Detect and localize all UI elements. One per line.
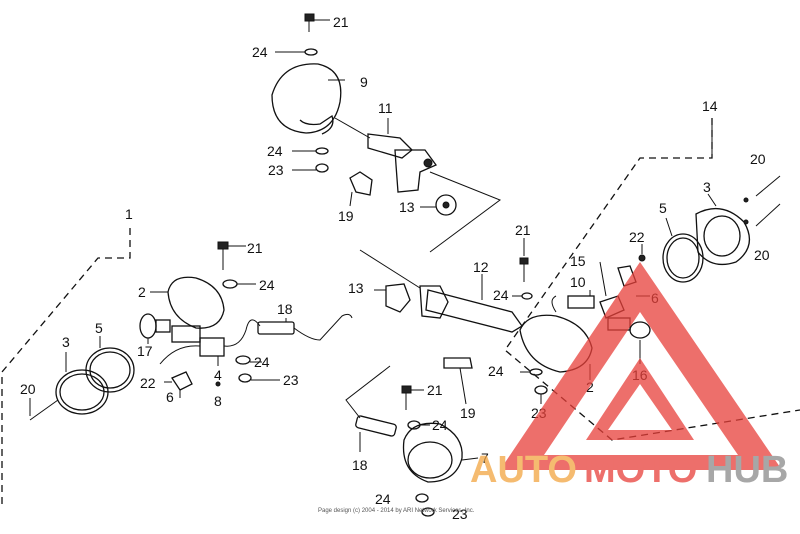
label-24-lower-mid: 24 — [432, 417, 448, 433]
bolt-21-left — [217, 241, 246, 270]
label-3-left: 3 — [62, 334, 70, 350]
label-21-left: 21 — [247, 240, 263, 256]
front-stay-12 — [359, 249, 523, 333]
label-9: 9 — [360, 74, 368, 90]
label-19-upper: 19 — [338, 208, 354, 224]
gasket-5-left — [85, 336, 135, 393]
label-19-lower: 19 — [460, 405, 476, 421]
logo-text-moto: MOTO — [584, 449, 697, 491]
label-24-left: 24 — [259, 277, 275, 293]
logo-text-hub: HUB — [706, 449, 788, 491]
label-24-top: 24 — [252, 44, 268, 60]
label-23-left: 23 — [283, 372, 299, 388]
label-21-lower: 21 — [427, 382, 443, 398]
bolt-21-top — [304, 13, 330, 32]
nut-23-bottom — [421, 507, 435, 517]
headlight-shell-9 — [271, 63, 371, 139]
washer-24-mid — [292, 147, 329, 155]
label-20-right-top: 20 — [750, 151, 766, 167]
screw-4-8-left — [215, 356, 221, 387]
lens-3-left — [55, 352, 109, 415]
group-1-boundary — [1, 228, 131, 505]
label-18-lower: 18 — [352, 457, 368, 473]
label-4: 4 — [214, 367, 222, 383]
bolt-21-center — [519, 238, 529, 282]
washer-24-center — [512, 292, 533, 300]
bolt-22-right — [638, 244, 646, 262]
label-6-left: 6 — [166, 389, 174, 405]
nut-23-left — [238, 373, 280, 383]
label-8: 8 — [214, 393, 222, 409]
socket-10-right — [551, 290, 595, 313]
connector-18-left — [257, 313, 353, 341]
nut-23-mid — [292, 163, 329, 173]
label-10: 10 — [570, 274, 586, 290]
label-24-mid: 24 — [267, 143, 283, 159]
turn-signal-7 — [402, 422, 479, 483]
label-24-right-lower: 24 — [488, 363, 504, 379]
grommet-13-center — [374, 283, 411, 313]
label-14: 14 — [702, 98, 718, 114]
label-11: 11 — [378, 100, 393, 116]
label-23-bottom: 23 — [452, 506, 468, 522]
grommet-13-upper — [420, 194, 457, 216]
label-21-top: 21 — [333, 14, 349, 30]
label-22-left: 22 — [140, 375, 156, 391]
washer-24-right-lower — [520, 368, 543, 376]
label-7: 7 — [481, 450, 489, 466]
logo-text-auto: AUTO — [470, 449, 577, 491]
washer-24-top — [275, 48, 318, 56]
label-21-center: 21 — [515, 222, 531, 238]
nut-23-right — [534, 385, 548, 404]
label-24-center: 24 — [493, 287, 509, 303]
label-13-center: 13 — [348, 280, 364, 296]
label-24-bottom: 24 — [375, 491, 391, 507]
bulb-17-left — [139, 313, 171, 344]
lens-3-right — [695, 193, 751, 266]
logo-inner-triangle — [586, 358, 694, 440]
label-22-right: 22 — [629, 229, 645, 245]
bracket-19-upper — [349, 171, 373, 207]
label-13-upper: 13 — [399, 199, 415, 215]
logo-triangle — [500, 262, 782, 470]
turn-signal-stay-11 — [367, 118, 502, 253]
label-23-mid: 23 — [268, 162, 284, 178]
label-1: 1 — [125, 206, 133, 222]
washer-24-left-lower — [235, 355, 262, 365]
washer-24-left — [222, 279, 256, 289]
bracket-19-lower — [443, 357, 473, 405]
label-24-left-lower: 24 — [254, 354, 270, 370]
label-18-left: 18 — [277, 301, 293, 317]
label-5-left: 5 — [95, 320, 103, 336]
screws-20-right — [743, 175, 781, 227]
label-3-right: 3 — [703, 179, 711, 195]
washer-24-lower-mid — [407, 420, 430, 430]
label-12: 12 — [473, 259, 489, 275]
label-5-right: 5 — [659, 200, 667, 216]
automotohub-logo: AUTO MOTO HUB — [470, 262, 788, 491]
part-labels: 21 24 9 11 24 23 19 13 14 20 3 5 22 20 2… — [20, 14, 770, 522]
connector-18-lower — [345, 365, 397, 452]
turn-signal-body-2-left — [150, 276, 225, 329]
copyright-notice: Page design (c) 2004 - 2014 by ARI Netwo… — [318, 508, 475, 514]
screw-20-left — [29, 398, 59, 421]
washer-24-bottom — [415, 493, 429, 503]
label-20-left: 20 — [20, 381, 36, 397]
label-2-left: 2 — [138, 284, 146, 300]
bolt-21-lower — [401, 385, 424, 410]
clip-22-6-left — [164, 371, 193, 398]
label-20-right-bottom: 20 — [754, 247, 770, 263]
label-2-right: 2 — [586, 379, 594, 395]
label-17: 17 — [137, 343, 153, 359]
label-15: 15 — [570, 253, 586, 269]
socket-wiring-left — [159, 319, 261, 365]
